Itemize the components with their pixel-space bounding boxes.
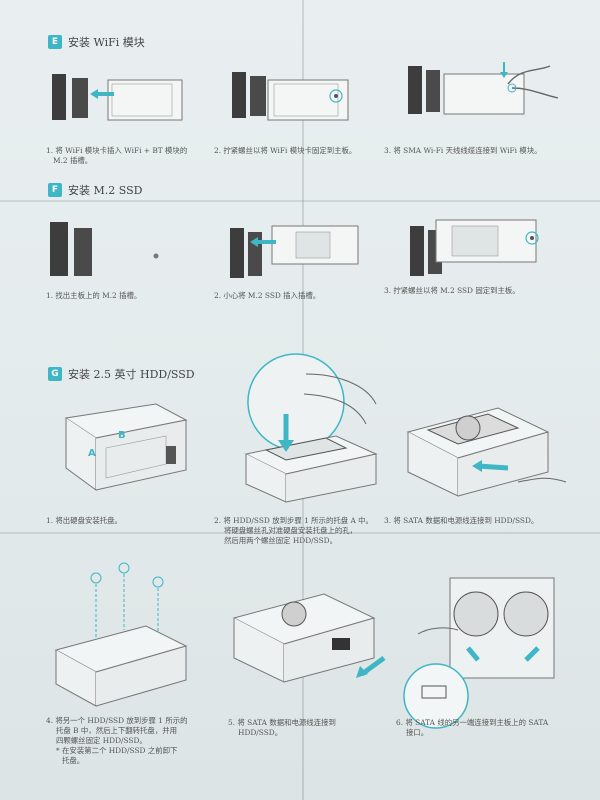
- section-badge: G: [48, 367, 62, 381]
- step-g4-caption: 4. 将另一个 HDD/SSD 放到步骤 1 所示的 托盘 B 中，然后上下翻转…: [46, 716, 188, 765]
- step-g3-caption: 3. 将 SATA 数据和电源线连接到 HDD/SSD。: [384, 516, 539, 525]
- figure-g4-tray-b-flip: [54, 562, 188, 707]
- figure-g3-sata-connect: [406, 407, 567, 497]
- step-g2-caption: 2. 将 HDD/SSD 放到步骤 1 所示的托盘 A 中。 将硬盘螺丝孔对准硬…: [214, 516, 373, 545]
- section-e-header: E 安装 WiFi 模块: [48, 34, 145, 50]
- tray-label-a: A: [88, 448, 96, 459]
- step-f1-caption: 1. 找出主板上的 M.2 插槽。: [46, 291, 142, 300]
- step-g5-caption: 5. 将 SATA 数据和电源线连接到 HDD/SSD。: [228, 718, 336, 737]
- section-badge: E: [48, 35, 62, 49]
- figure-g6-sata-motherboard: [403, 577, 555, 729]
- figure-g2-hdd-tray-a: [244, 353, 378, 503]
- step-e3-caption: 3. 将 SMA Wi-Fi 天线线缆连接到 WiFi 模块。: [384, 146, 542, 155]
- figure-e1-wifi-insert: [52, 74, 183, 121]
- figure-g1-tray: [64, 403, 188, 491]
- figure-e2-wifi-screw: [232, 72, 349, 121]
- section-f-header: F 安装 M.2 SSD: [48, 182, 142, 198]
- paper-fold-horizontal: [0, 200, 600, 202]
- tray-label-b: B: [118, 430, 126, 441]
- section-badge: F: [48, 183, 62, 197]
- section-title: 安装 WiFi 模块: [68, 36, 145, 49]
- figure-f3-m2-screw: [410, 219, 539, 276]
- step-f3-caption: 3. 拧紧螺丝以将 M.2 SSD 固定到主板。: [384, 286, 520, 295]
- section-title: 安装 M.2 SSD: [68, 184, 143, 197]
- step-g1-caption: 1. 将出硬盘安装托盘。: [46, 516, 122, 525]
- section-g-header: G 安装 2.5 英寸 HDD/SSD: [48, 366, 195, 382]
- figure-g5-sata-connect-b: [232, 593, 386, 683]
- step-e2-caption: 2. 拧紧螺丝以将 WiFi 模块卡固定到主板。: [214, 146, 357, 155]
- section-title: 安装 2.5 英寸 HDD/SSD: [68, 368, 195, 381]
- figure-f2-m2-insert: [230, 225, 359, 278]
- step-g6-caption: 6. 将 SATA 线的另一端连接到主板上的 SATA 接口。: [396, 718, 549, 737]
- paper-fold-horizontal: [0, 532, 600, 534]
- figure-f1-m2-slot: [50, 222, 159, 276]
- step-f2-caption: 2. 小心将 M.2 SSD 插入插槽。: [214, 291, 321, 300]
- figure-e3-antenna: [408, 62, 559, 115]
